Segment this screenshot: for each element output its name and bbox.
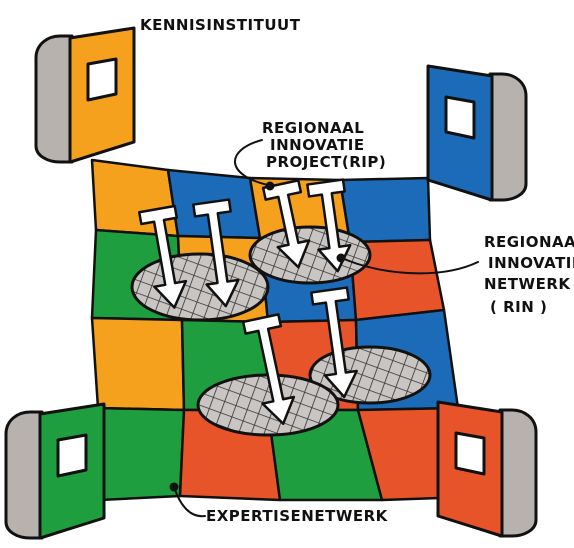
arrow-1: [137, 204, 188, 309]
platform-left: [130, 252, 270, 322]
label-rin-line4: ( RIN ): [490, 298, 547, 316]
label-rin-line1: REGIONAAL: [484, 233, 574, 251]
book-top-right: [426, 64, 528, 202]
rin-pointer-line: [341, 257, 479, 275]
book-top-left: [34, 26, 136, 164]
arrow-2: [192, 198, 240, 308]
annotation-lines: [169, 139, 479, 518]
arrow-6: [310, 286, 358, 399]
label-rip-line2: INNOVATIE: [270, 136, 365, 154]
label-rip-line1: REGIONAAL: [262, 119, 364, 137]
label-group: KENNISINSTITUUT REGIONAAL INNOVATIE PROJ…: [140, 16, 574, 525]
arrow-3: [261, 179, 311, 269]
label-rin-line3: NETWERK: [484, 275, 571, 293]
label-kennisinstituut: KENNISINSTITUUT: [140, 16, 301, 34]
arrow-group: [137, 178, 358, 426]
expertise-pointer-dot: [169, 482, 179, 492]
rin-pointer-dot: [336, 253, 346, 263]
book-group: [4, 26, 538, 540]
grid-cell-2-0: [90, 316, 186, 412]
arrow-5: [241, 313, 296, 426]
label-expertisenetwerk: EXPERTISENETWERK: [206, 507, 389, 525]
grid-cell-0-3: [338, 176, 432, 244]
platform-rip: [248, 225, 372, 285]
rip-pointer-dot: [265, 181, 275, 191]
label-rin-line2: INNOVATIE: [488, 254, 574, 272]
label-rip-line3: PROJECT(RIP): [266, 153, 386, 171]
book-bottom-left: [4, 402, 106, 540]
expertise-pointer-line: [173, 486, 206, 518]
rip-pointer-line: [234, 139, 269, 186]
book-bottom-right: [436, 400, 538, 538]
